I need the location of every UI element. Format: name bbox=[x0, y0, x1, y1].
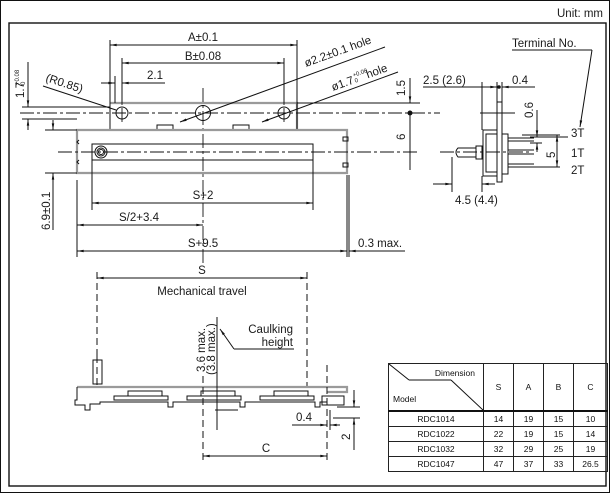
dim-b: B±0.08 bbox=[185, 51, 221, 63]
column-header-c: C bbox=[573, 363, 608, 412]
hole-1-7-label: ø1.7 bbox=[330, 75, 356, 94]
column-header-a: A bbox=[513, 363, 544, 412]
dim-s-plus-9-5: S+9.5 bbox=[188, 238, 218, 250]
value-cell: 19 bbox=[513, 426, 544, 442]
dim-3-8-max: (3.8 max.) bbox=[206, 323, 218, 375]
model-cell: RDC1047 bbox=[388, 456, 484, 472]
terminal-1t: 1T bbox=[571, 148, 584, 160]
table-row: RDC1014 14 19 15 10 bbox=[388, 410, 608, 427]
value-cell: 14 bbox=[483, 410, 514, 427]
drawing-frame bbox=[8, 22, 607, 487]
top-view: A±0.1 B±0.08 2.1 (R0.85) 1.7 +0.08 0 6.9… bbox=[15, 32, 440, 265]
dimension-table: Dimension Model S A B C RDC1014 14 19 15… bbox=[388, 363, 608, 472]
dim-a: A±0.1 bbox=[188, 32, 218, 44]
diagonal-divider bbox=[389, 364, 483, 410]
value-cell: 26.5 bbox=[573, 456, 608, 472]
side-base bbox=[74, 387, 327, 411]
value-cell: 14 bbox=[573, 426, 608, 442]
dim-0-6: 0.6 bbox=[524, 102, 536, 118]
mounting-plate bbox=[110, 101, 299, 130]
dim-s-plus-2: S+2 bbox=[193, 190, 214, 202]
value-cell: 22 bbox=[483, 426, 514, 442]
value-cell: 47 bbox=[483, 456, 514, 472]
dim-5: 5 bbox=[546, 152, 558, 158]
table-header-row: Dimension Model S A B C bbox=[388, 363, 608, 412]
dim-4-5: 4.5 (4.4) bbox=[455, 195, 498, 207]
table-row: RDC1032 32 29 25 19 bbox=[388, 441, 608, 457]
value-cell: 37 bbox=[513, 456, 544, 472]
header-dimension: Dimension bbox=[434, 368, 475, 378]
dim-0-4-side: 0.4 bbox=[296, 412, 313, 424]
hole-1-7-sub: 0 bbox=[354, 78, 360, 85]
table-row: RDC1047 47 37 33 26.5 bbox=[388, 456, 608, 472]
model-cell: RDC1032 bbox=[388, 441, 484, 457]
dim-3-6-max: 3.6 max. bbox=[196, 328, 208, 372]
side-frame-top bbox=[77, 385, 349, 394]
model-cell: RDC1022 bbox=[388, 426, 484, 442]
dim-6-9: 6.9±0.1 bbox=[41, 192, 53, 230]
value-cell: 33 bbox=[543, 456, 574, 472]
value-cell: 32 bbox=[483, 441, 514, 457]
datum-dot bbox=[407, 110, 413, 116]
value-cell: 19 bbox=[513, 410, 544, 427]
dim-s-half: S/2+3.4 bbox=[119, 212, 160, 224]
dim-1-7: 1.7 bbox=[15, 82, 27, 98]
dim-c: C bbox=[262, 443, 270, 455]
column-header-s: S bbox=[483, 363, 514, 412]
hole-1-7-suffix: hole bbox=[365, 62, 390, 81]
dim-radius: (R0.85) bbox=[44, 72, 84, 95]
end-shaft bbox=[455, 147, 476, 158]
value-cell: 10 bbox=[573, 410, 608, 427]
value-cell: 25 bbox=[543, 441, 574, 457]
dim-1-7-sub: 0 bbox=[21, 81, 27, 85]
terminal-2t: 2T bbox=[571, 165, 584, 177]
terminal-3t: 3T bbox=[571, 128, 584, 140]
table-row: RDC1022 22 19 15 14 bbox=[388, 426, 608, 442]
height-label: height bbox=[262, 337, 294, 349]
dim-s: S bbox=[198, 265, 206, 277]
end-housing bbox=[482, 129, 498, 177]
mechanical-travel-label: Mechanical travel bbox=[157, 286, 246, 298]
dim-2-5: 2.5 (2.6) bbox=[423, 75, 466, 87]
caulking-label: Caulking bbox=[248, 324, 293, 336]
model-cell: RDC1014 bbox=[388, 410, 484, 427]
table-corner-header: Dimension Model bbox=[388, 363, 484, 412]
end-plate bbox=[496, 101, 503, 183]
column-header-b: B bbox=[543, 363, 574, 412]
value-cell: 15 bbox=[543, 410, 574, 427]
end-view: Terminal No. 2.5 (2.6) 0.4 0.6 bbox=[423, 38, 593, 207]
dim-6: 6 bbox=[396, 134, 408, 140]
terminal-no-label: Terminal No. bbox=[512, 38, 577, 50]
unit-label: Unit: mm bbox=[557, 8, 603, 20]
dim-1-7-sup: +0.08 bbox=[15, 69, 21, 85]
hole-1-7-sup: +0.08 bbox=[352, 68, 369, 79]
header-model: Model bbox=[393, 394, 417, 404]
dim-1-5: 1.5 bbox=[396, 80, 408, 96]
value-cell: 19 bbox=[573, 441, 608, 457]
slider-body bbox=[75, 128, 349, 175]
side-view: S Mechanical travel 3.6 max. (3.8 max.) … bbox=[74, 265, 360, 462]
dim-2-1: 2.1 bbox=[147, 70, 163, 82]
value-cell: 29 bbox=[513, 441, 544, 457]
value-cell: 15 bbox=[543, 426, 574, 442]
dim-0-4-end: 0.4 bbox=[512, 75, 529, 87]
dim-2: 2 bbox=[341, 434, 353, 440]
dim-0-3-max: 0.3 max. bbox=[358, 238, 402, 250]
